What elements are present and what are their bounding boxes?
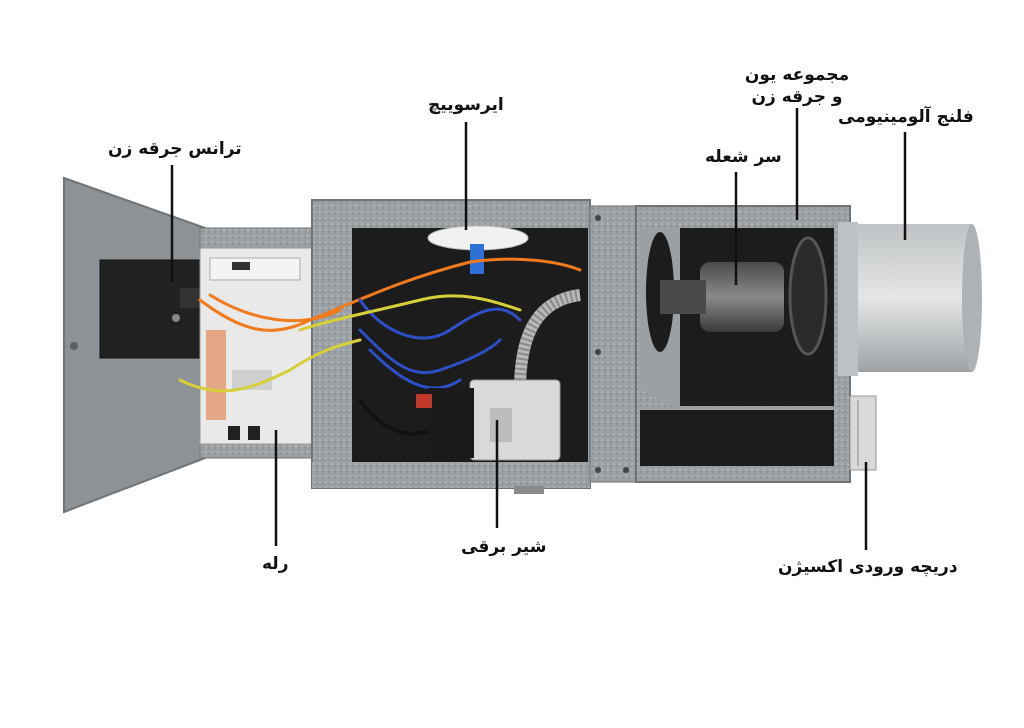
ion-ignition-ring [788, 236, 828, 356]
aluminum-flange [852, 224, 972, 372]
label-air-switch: ایرسوییچ [428, 95, 504, 115]
label-ignition-transformer: ترانس جرقه زن [108, 139, 242, 159]
label-burner-head: سر شعله [705, 147, 782, 167]
wiring [178, 257, 582, 436]
ignition-transformer [99, 259, 201, 359]
divider-plate [589, 205, 637, 483]
label-ion-ignition-assembly: مجموعه یون و جرقه زن [744, 65, 850, 107]
burner-head [700, 262, 784, 332]
label-oxygen-inlet-damper: دریچه ورودی اکسیژن [778, 557, 958, 577]
label-relay: رله [262, 554, 289, 574]
solenoid-valve [469, 379, 561, 461]
label-solenoid-valve: شیر برقی [461, 537, 547, 557]
leader-lines [170, 108, 907, 550]
oxygen-inlet-damper [849, 395, 877, 471]
label-aluminum-flange: فلنج آلومینیومی [838, 107, 974, 127]
